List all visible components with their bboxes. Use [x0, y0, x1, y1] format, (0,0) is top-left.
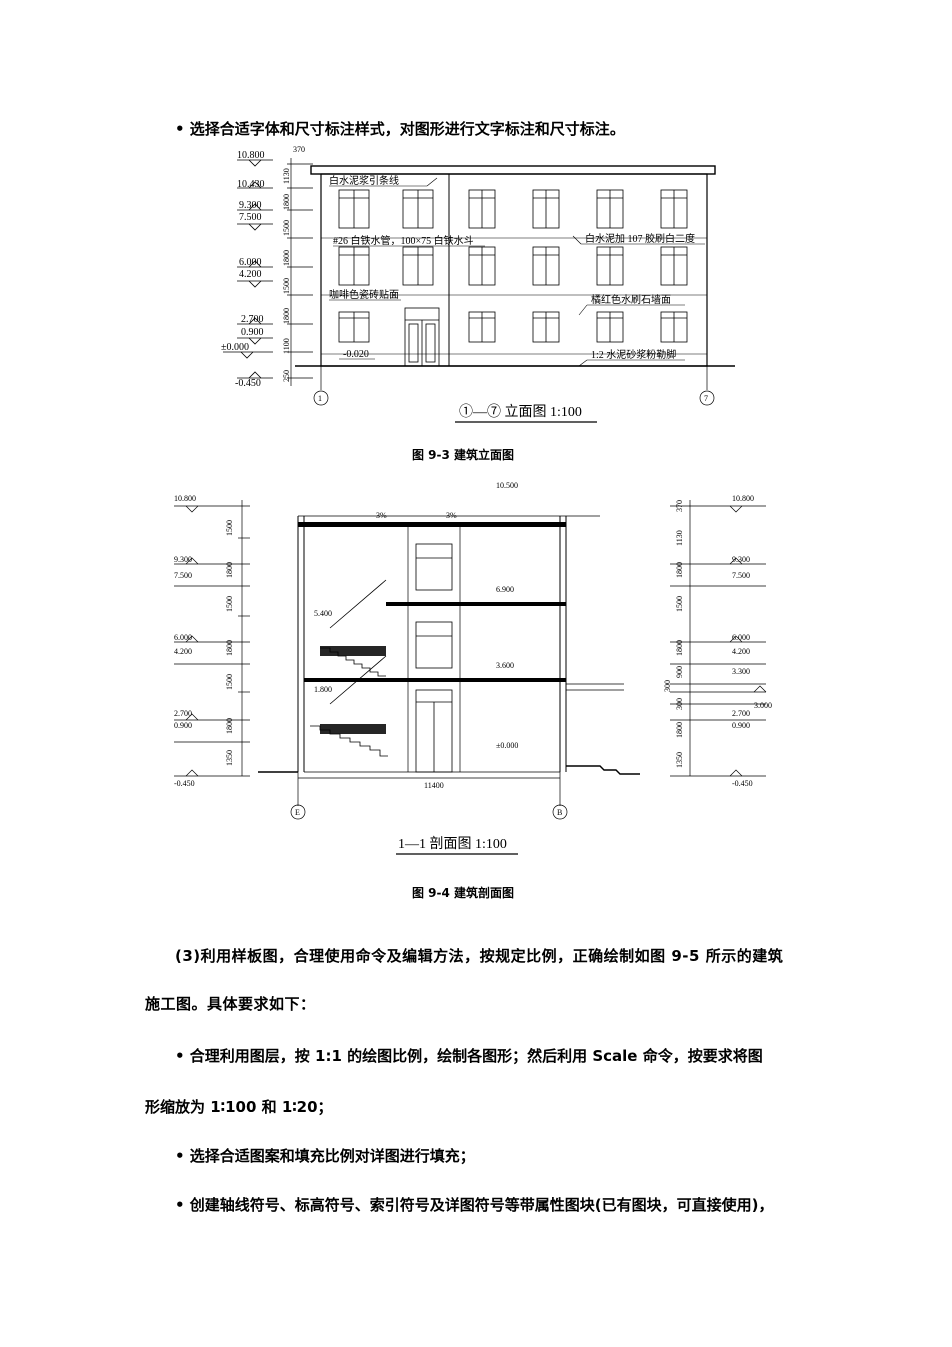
elev-label: 7.500 [732, 571, 750, 580]
axis-label: E [295, 808, 300, 817]
elev-label: 6.000 [239, 257, 262, 268]
paragraph-line-2: 施工图。具体要求如下： [145, 995, 316, 1013]
dim-label: 1350 [675, 752, 684, 768]
elev-label: 6.000 [174, 633, 192, 642]
note-label: -0.020 [343, 349, 369, 360]
dim-label: 1800 [675, 640, 684, 656]
dim-label: 1800 [282, 194, 291, 210]
axis-number: 7 [704, 394, 708, 403]
elev-label: 10.800 [732, 494, 754, 503]
dim-label: 250 [282, 370, 291, 382]
elev-label: 6.900 [496, 585, 514, 594]
slope-label: 3% [446, 511, 457, 520]
elev-label: 2.700 [732, 709, 750, 718]
elev-label: 7.500 [174, 571, 192, 580]
dim-label: 1130 [675, 530, 684, 546]
dim-label: 1500 [675, 596, 684, 612]
bullet-text-2-cont: 形缩放为 1∶100 和 1∶20； [145, 1098, 333, 1116]
elev-label: -0.450 [732, 779, 753, 788]
figure-caption-9-3: 图 9-3 建筑立面图 [412, 448, 515, 462]
elev-label: 3.600 [496, 661, 514, 670]
elev-label: 2.700 [241, 314, 264, 325]
dim-label: 1500 [282, 220, 291, 236]
elev-label: 6.000 [732, 633, 750, 642]
dim-label: 900 [675, 666, 684, 678]
span-label: 11400 [424, 781, 444, 790]
elev-label: 10.430 [237, 179, 265, 190]
note-label: 橘红色水刷石墙面 [591, 293, 671, 306]
bullet-text-2: • 合理利用图层，按 1:1 的绘图比例，绘制各图形；然后利用 Scale 命令… [175, 1047, 763, 1065]
elev-label: 9.300 [174, 555, 192, 564]
elev-label: 7.500 [239, 212, 262, 223]
elev-label: 0.900 [174, 721, 192, 730]
section-drawing: 10.800 9.300 7.500 6.000 4.200 2.700 0.9… [174, 481, 772, 855]
axis-number: 1 [318, 394, 322, 403]
elev-label: 0.900 [732, 721, 750, 730]
dim-label: 1100 [282, 338, 291, 354]
elev-label: 5.400 [314, 609, 332, 618]
dim-label: 370 [293, 145, 305, 154]
slope-label: 3% [376, 511, 387, 520]
bullet-text-4: • 创建轴线符号、标高符号、索引符号及详图符号等带属性图块(已有图块，可直接使用… [175, 1196, 774, 1214]
figure-caption-9-4: 图 9-4 建筑剖面图 [412, 886, 515, 900]
dim-label: 1800 [675, 562, 684, 578]
axis-label: B [557, 808, 562, 817]
elev-label: 3.300 [732, 667, 750, 676]
paragraph-line-1: (3)利用样板图，合理使用命令及编辑方法，按规定比例，正确绘制如图 9-5 所示… [175, 947, 784, 965]
note-label: #26 白铁水管，100×75 白铁水斗 [333, 234, 474, 247]
dim-label: 1500 [225, 596, 234, 612]
dim-label: 1800 [225, 562, 234, 578]
dim-label: 1350 [225, 750, 234, 766]
elev-label: 10.500 [496, 481, 518, 490]
dim-label: 1800 [282, 250, 291, 266]
bullet-text-1: • 选择合适字体和尺寸标注样式，对图形进行文字标注和尺寸标注。 [175, 120, 625, 138]
dim-label: 1500 [282, 278, 291, 294]
elev-label: ±0.000 [496, 741, 518, 750]
elev-label: 10.800 [174, 494, 196, 503]
elev-label: 3.000 [754, 701, 772, 710]
note-label: 1:2 水泥砂浆粉勒脚 [591, 348, 676, 361]
note-label: 白水泥浆引条线 [329, 174, 399, 187]
drawing-title: 1—1 剖面图 1:100 [398, 836, 507, 852]
elev-label: 4.200 [174, 647, 192, 656]
dim-label: 1800 [225, 718, 234, 734]
elev-label: ±0.000 [221, 342, 249, 353]
dim-label: 1800 [675, 722, 684, 738]
elev-label: -0.450 [235, 378, 261, 389]
dim-label: 1500 [225, 674, 234, 690]
dim-label: 1500 [225, 520, 234, 536]
dim-label: 1130 [282, 168, 291, 184]
dim-label: 300 [663, 680, 672, 692]
elev-label: 9.300 [732, 555, 750, 564]
dim-label: 1800 [225, 640, 234, 656]
dim-label: 300 [675, 698, 684, 710]
elevation-drawing: 10.800 10.430 9.300 7.500 6.000 4.200 2.… [221, 145, 735, 423]
elev-label: 2.700 [174, 709, 192, 718]
elev-label: -0.450 [174, 779, 195, 788]
note-label: 白水泥加 107 胶刷白二度 [585, 232, 695, 245]
bullet-text-3: • 选择合适图案和填充比例对详图进行填充； [175, 1147, 475, 1165]
elev-label: 0.900 [241, 327, 264, 338]
note-label: 咖啡色瓷砖贴面 [329, 288, 399, 301]
dim-label: 1800 [282, 308, 291, 324]
drawing-title: ①—⑦ 立面图 1:100 [459, 404, 582, 420]
elev-label: 4.200 [239, 269, 262, 280]
elev-label: 1.800 [314, 685, 332, 694]
dim-label: 370 [675, 500, 684, 512]
elev-label: 4.200 [732, 647, 750, 656]
elev-label: 9.300 [239, 200, 262, 211]
elev-label: 10.800 [237, 150, 265, 161]
